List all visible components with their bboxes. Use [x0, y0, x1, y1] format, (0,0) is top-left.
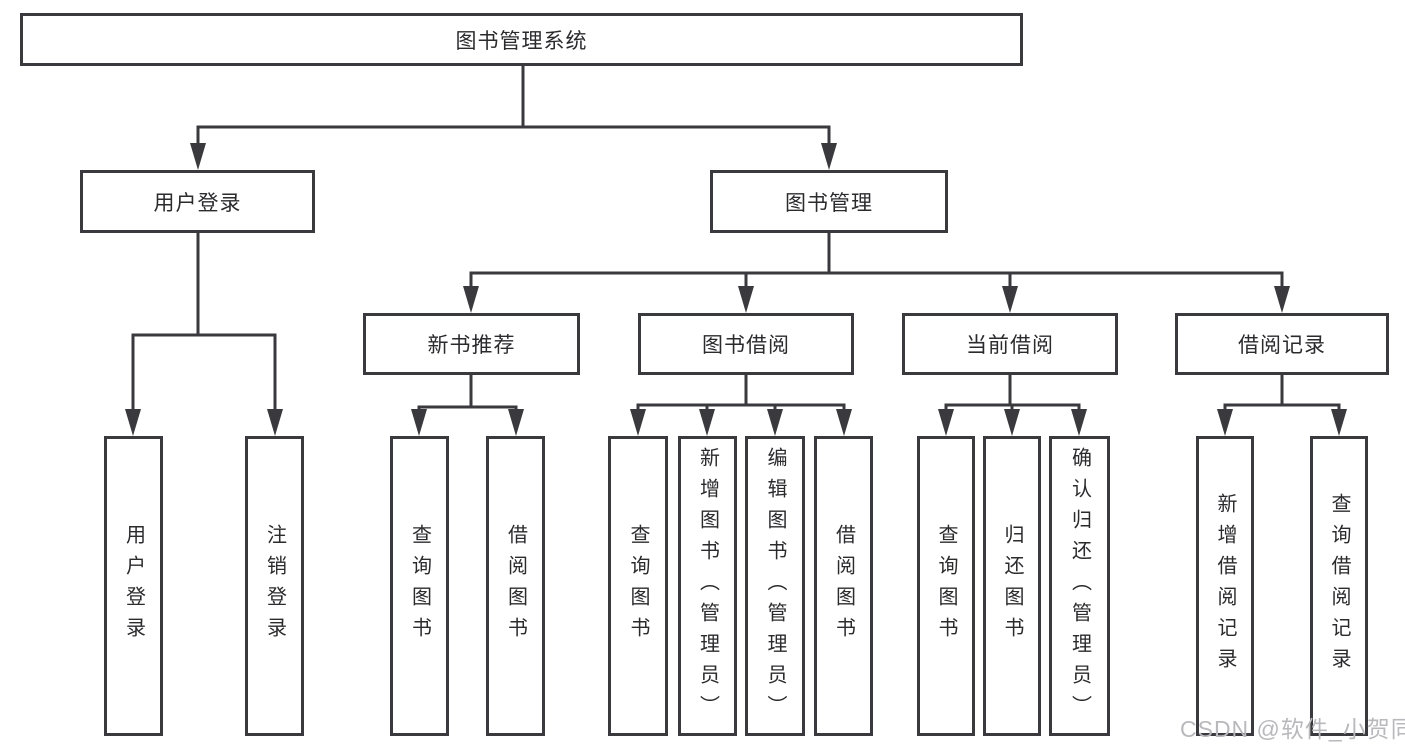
node-leaf-return-book: 归还图书 [983, 436, 1041, 736]
node-leaf-add-book-admin: 新增图书（管理员） [678, 436, 737, 736]
node-label: 确认归还（管理员） [1068, 446, 1091, 726]
connector-current-borrow-children [938, 373, 1087, 436]
node-leaf-borrow-book-2: 借阅图书 [814, 436, 873, 736]
node-label: 用户登录 [122, 524, 145, 648]
arrow-down-icon [699, 409, 715, 436]
node-label: 查询图书 [408, 524, 431, 648]
node-label: 查询图书 [935, 524, 957, 648]
arrow-down-icon [630, 409, 646, 436]
arrow-down-icon [125, 409, 141, 436]
node-current-borrow: 当前借阅 [902, 313, 1118, 375]
node-leaf-user-login: 用户登录 [104, 436, 163, 736]
watermark: CSDN @软件_小贺同学 [1180, 716, 1405, 742]
node-book-borrow: 图书借阅 [638, 313, 854, 375]
arrow-down-icon [463, 286, 479, 313]
node-label: 借阅记录 [1238, 334, 1326, 357]
arrow-down-icon [508, 409, 524, 436]
arrow-down-icon [1331, 409, 1347, 436]
node-leaf-edit-book-admin: 编辑图书（管理员） [745, 436, 805, 736]
node-label: 查询图书 [627, 524, 649, 648]
node-label: 新书推荐 [427, 334, 516, 357]
connector-root-to-level2 [190, 64, 837, 170]
arrow-down-icon [836, 409, 852, 436]
arrow-down-icon [767, 409, 783, 436]
node-leaf-query-book-3: 查询图书 [917, 436, 975, 736]
connector-user-login-children [125, 231, 283, 436]
node-label: 查询借阅记录 [1328, 493, 1350, 679]
node-label: 当前借阅 [966, 334, 1054, 357]
node-label: 编辑图书（管理员） [764, 446, 786, 726]
node-leaf-query-borrow-record: 查询借阅记录 [1310, 436, 1368, 736]
arrow-down-icon [1071, 409, 1087, 436]
connector-book-mgmt-to-level3 [463, 231, 1290, 313]
node-leaf-add-borrow-record: 新增借阅记录 [1196, 436, 1254, 736]
node-label: 图书管理 [785, 191, 873, 215]
node-label: 用户登录 [153, 191, 242, 215]
node-borrow-record: 借阅记录 [1175, 313, 1389, 375]
node-root: 图书管理系统 [20, 13, 1023, 66]
node-leaf-logout: 注销登录 [245, 436, 304, 736]
node-label: 图书借阅 [702, 334, 790, 357]
node-label: 新增图书（管理员） [696, 446, 719, 726]
node-label: 新增借阅记录 [1214, 493, 1236, 679]
node-label: 注销登录 [263, 524, 286, 648]
node-label: 借阅图书 [504, 524, 527, 648]
node-leaf-borrow-book-1: 借阅图书 [486, 436, 545, 736]
arrow-down-icon [267, 409, 283, 436]
node-new-book-rec: 新书推荐 [363, 313, 580, 375]
node-leaf-confirm-return-admin: 确认归还（管理员） [1049, 436, 1110, 736]
connector-book-borrow-children [630, 373, 852, 436]
arrow-down-icon [821, 143, 837, 170]
arrow-down-icon [411, 409, 427, 436]
arrow-down-icon [1002, 286, 1018, 313]
arrow-down-icon [1004, 409, 1020, 436]
node-label: 图书管理系统 [455, 29, 588, 53]
arrow-down-icon [1217, 409, 1233, 436]
node-book-mgmt: 图书管理 [710, 170, 948, 233]
arrow-down-icon [190, 143, 206, 170]
node-user-login: 用户登录 [80, 170, 315, 233]
arrow-down-icon [738, 286, 754, 313]
connector-new-book-rec-children [411, 373, 524, 436]
node-leaf-query-book-2: 查询图书 [608, 436, 668, 736]
arrow-down-icon [938, 409, 954, 436]
connector-borrow-record-children [1217, 373, 1347, 436]
arrow-down-icon [1274, 286, 1290, 313]
node-label: 借阅图书 [832, 524, 855, 648]
node-leaf-query-book-1: 查询图书 [390, 436, 449, 736]
node-label: 归还图书 [1001, 524, 1023, 648]
